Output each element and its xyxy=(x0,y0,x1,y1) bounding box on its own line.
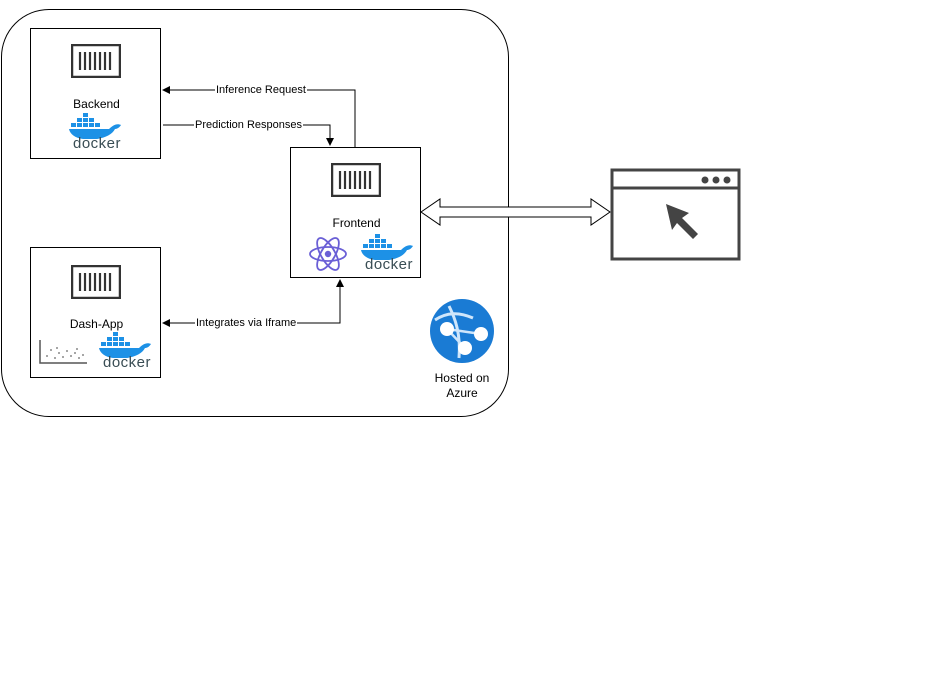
docker-whale-icon xyxy=(69,113,121,139)
docker-wordmark: docker xyxy=(72,135,122,152)
container-icon xyxy=(71,44,121,78)
cursor-icon xyxy=(666,204,698,239)
container-icon xyxy=(331,163,381,197)
edge-label-inference: Inference Request xyxy=(215,84,307,97)
edge-browser-double-arrow xyxy=(420,198,611,226)
edge-label-prediction: Prediction Responses xyxy=(194,119,304,132)
react-icon xyxy=(309,237,347,271)
docker-wordmark: docker xyxy=(364,256,414,273)
backend-node[interactable]: Backend docker xyxy=(30,28,161,159)
dash-app-label: Dash-App xyxy=(69,317,124,331)
browser-window-icon xyxy=(610,168,741,261)
frontend-label: Frontend xyxy=(332,216,381,230)
azure-label-line2: Azure xyxy=(446,386,478,400)
azure-label: Hosted on Azure xyxy=(412,371,512,401)
azure-app-service-icon xyxy=(430,299,494,363)
backend-label: Backend xyxy=(73,97,120,111)
dash-app-node[interactable]: Dash-App docker xyxy=(30,247,161,378)
azure-label-line1: Hosted on xyxy=(434,371,490,385)
docker-whale-icon xyxy=(99,332,151,358)
container-icon xyxy=(71,265,121,299)
frontend-node[interactable]: Frontend docker xyxy=(290,147,421,278)
docker-whale-icon xyxy=(361,234,413,260)
docker-wordmark: docker xyxy=(102,354,152,371)
edge-label-iframe: Integrates via Iframe xyxy=(195,317,298,330)
scatter-plot-icon xyxy=(39,340,87,364)
